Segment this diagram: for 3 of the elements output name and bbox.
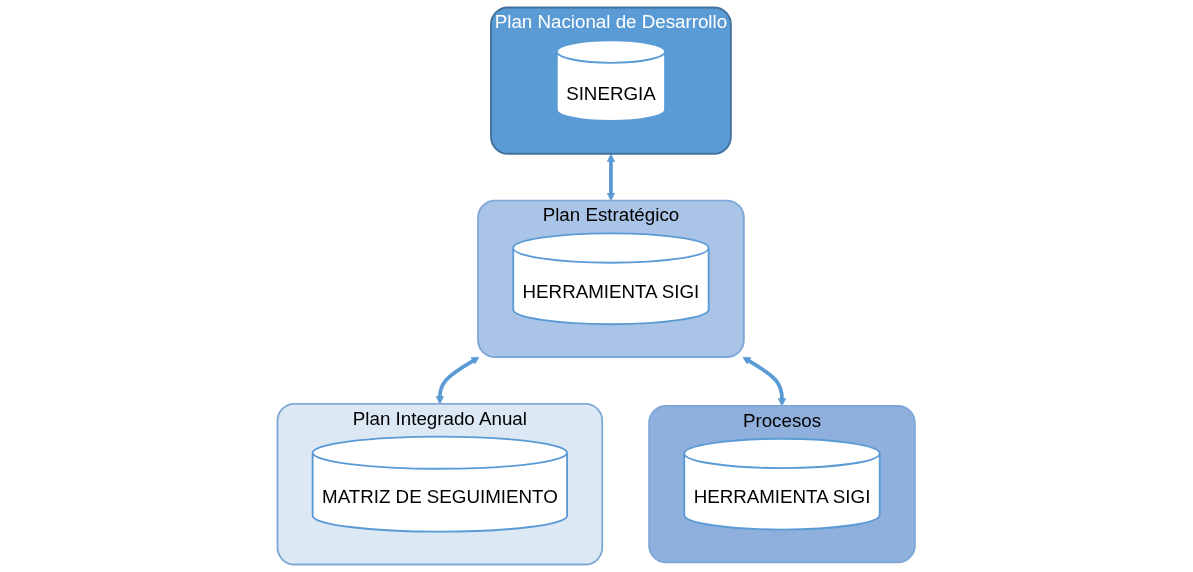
arrow [607, 153, 616, 201]
arrow [742, 356, 787, 407]
arrow [436, 356, 480, 405]
